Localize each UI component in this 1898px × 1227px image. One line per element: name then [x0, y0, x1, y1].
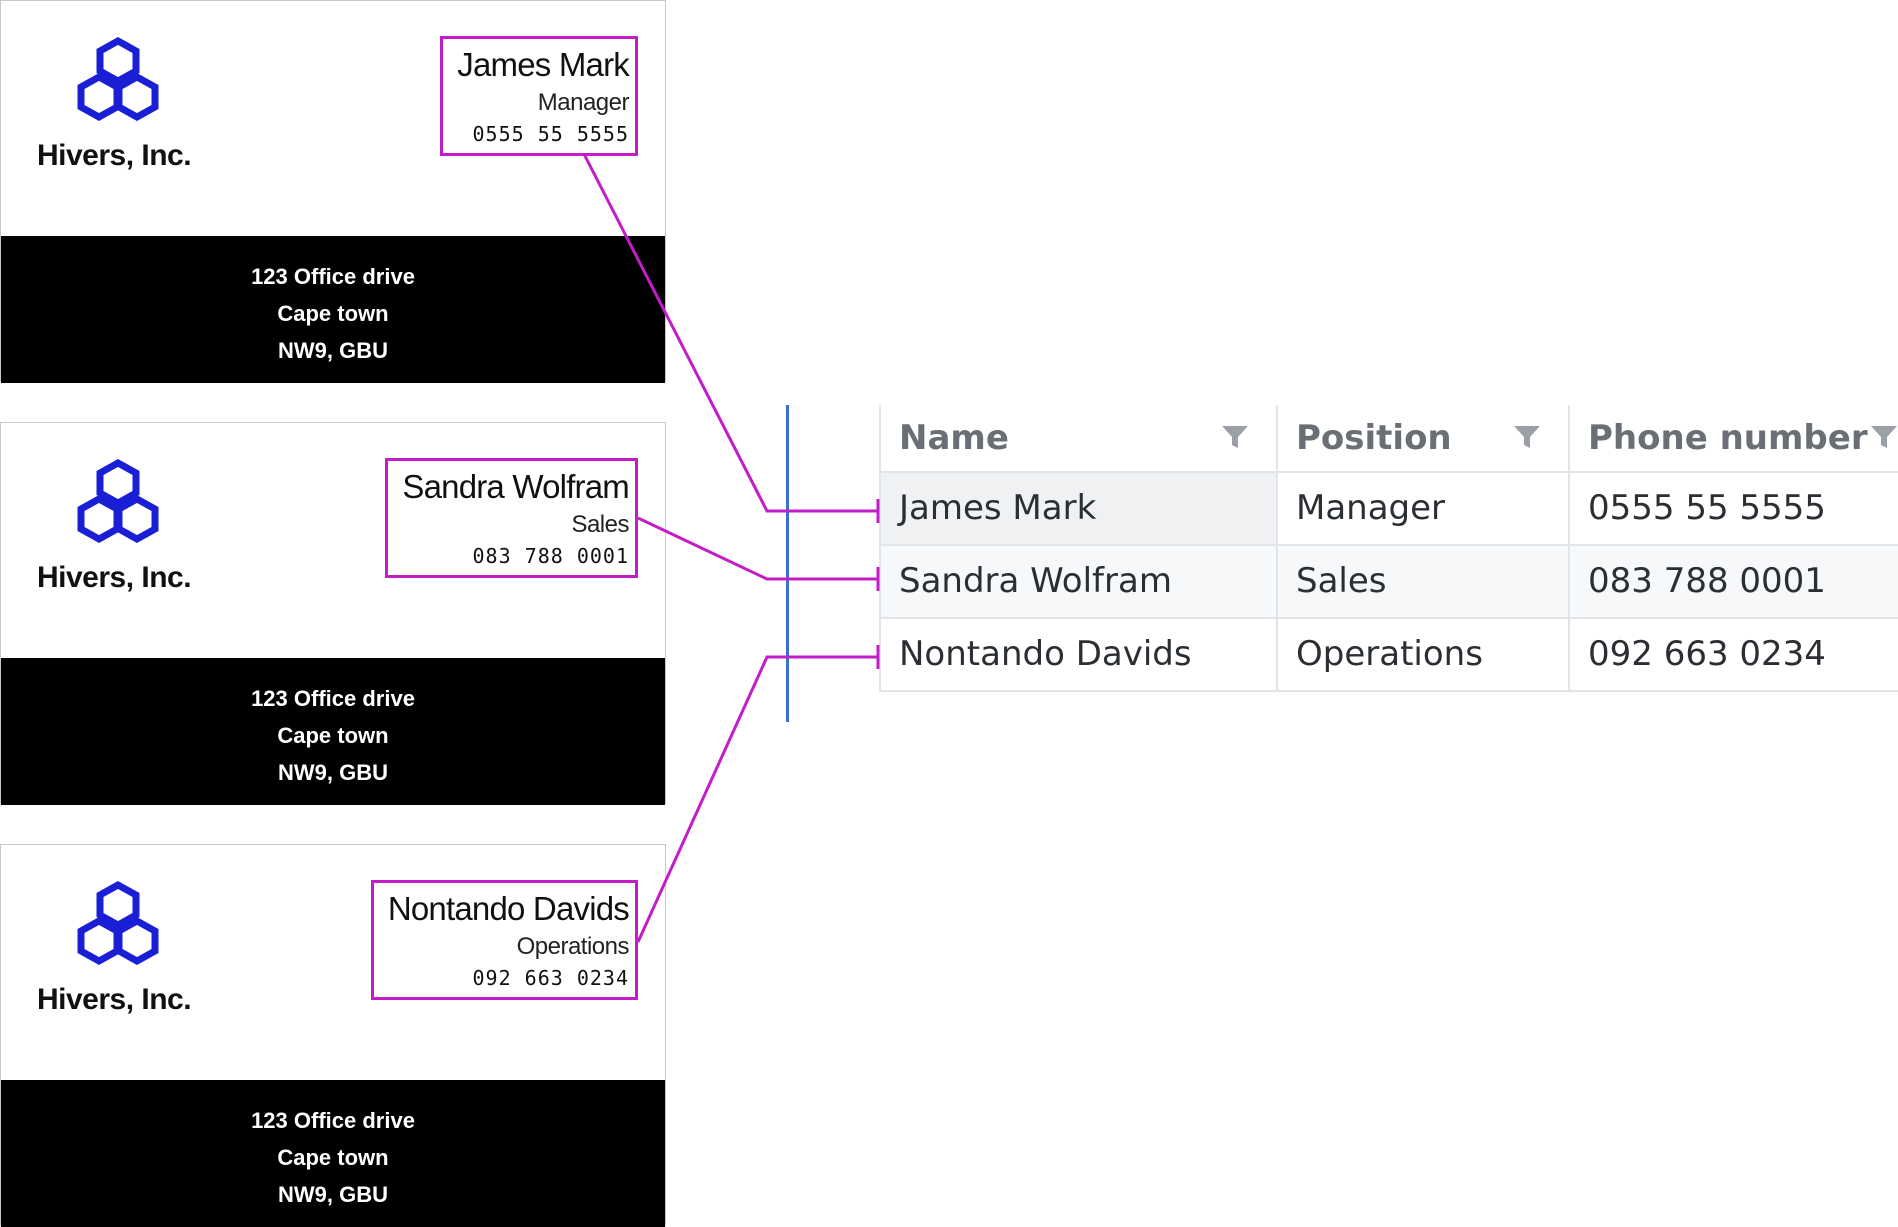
card-name: James Mark: [457, 46, 630, 83]
hexagon-logo-icon: [77, 37, 159, 122]
address-line: NW9, GBU: [278, 338, 388, 363]
address-line: NW9, GBU: [278, 760, 388, 785]
business-card-2: Hivers, Inc. Sandra Wolfram Sales 083 78…: [0, 422, 666, 805]
grid-header: Name Position Phone number: [881, 405, 1898, 473]
column-header-phone[interactable]: Phone number: [1570, 405, 1898, 471]
hexagon-logo-icon: [77, 881, 159, 966]
card-address-band: 123 Office drive Cape town NW9, GBU: [1, 1080, 665, 1227]
header-label: Name: [899, 418, 1009, 458]
card-position: Operations: [516, 933, 630, 960]
card-address-band: 123 Office drive Cape town NW9, GBU: [1, 236, 665, 383]
contact-highlight-box: James Mark Manager 0555 55 5555: [440, 36, 638, 156]
table-row[interactable]: Nontando Davids Operations 092 663 0234: [881, 619, 1898, 692]
connector-line-2: [637, 516, 878, 581]
business-card-3: Hivers, Inc. Nontando Davids Operations …: [0, 844, 666, 1227]
card-address-band: 123 Office drive Cape town NW9, GBU: [1, 658, 665, 805]
header-label: Position: [1296, 418, 1452, 458]
card-name: Nontando Davids: [387, 890, 630, 927]
cell-name[interactable]: Sandra Wolfram: [881, 546, 1278, 617]
address-line: 123 Office drive: [251, 686, 415, 711]
column-header-position[interactable]: Position: [1278, 405, 1570, 471]
card-phone: 083 788 0001: [472, 544, 629, 568]
row-gutter: [879, 405, 881, 692]
filter-icon[interactable]: [1221, 425, 1249, 449]
table-row[interactable]: Sandra Wolfram Sales 083 788 0001: [881, 546, 1898, 619]
cell-name[interactable]: James Mark: [881, 473, 1278, 544]
address-line: Cape town: [277, 1145, 389, 1170]
header-label: Phone number: [1588, 418, 1868, 458]
address-line: Cape town: [277, 723, 389, 748]
column-header-name[interactable]: Name: [881, 405, 1278, 471]
filter-icon[interactable]: [1870, 425, 1898, 449]
cell-position[interactable]: Manager: [1278, 473, 1570, 544]
address-line: NW9, GBU: [278, 1182, 388, 1207]
address-line: Cape town: [277, 301, 389, 326]
cell-phone[interactable]: 083 788 0001: [1588, 561, 1826, 601]
company-name: Hivers, Inc.: [37, 983, 192, 1016]
business-card-1: Hivers, Inc. James Mark Manager 0555 55 …: [0, 0, 666, 383]
address-line: 123 Office drive: [251, 1108, 415, 1133]
card-name: Sandra Wolfram: [402, 468, 629, 505]
cell-phone[interactable]: 092 663 0234: [1588, 634, 1826, 674]
cell-name[interactable]: Nontando Davids: [881, 619, 1278, 690]
grid-left-border: [786, 405, 789, 722]
card-position: Manager: [537, 89, 630, 116]
connector-line-1: [582, 153, 878, 513]
connector-line-3: [636, 655, 878, 943]
cell-position[interactable]: Operations: [1278, 619, 1570, 690]
filter-icon[interactable]: [1513, 425, 1541, 449]
cell-position[interactable]: Sales: [1278, 546, 1570, 617]
contact-highlight-box: Sandra Wolfram Sales 083 788 0001: [385, 458, 638, 578]
card-phone: 0555 55 5555: [472, 122, 629, 146]
data-grid: Name Position Phone number James Mark Ma…: [786, 405, 1898, 722]
card-phone: 092 663 0234: [472, 966, 629, 990]
address-line: 123 Office drive: [251, 264, 415, 289]
cell-phone[interactable]: 0555 55 5555: [1588, 488, 1826, 528]
hexagon-logo-icon: [77, 459, 159, 544]
contact-highlight-box: Nontando Davids Operations 092 663 0234: [370, 880, 638, 1000]
card-position: Sales: [571, 511, 629, 538]
company-name: Hivers, Inc.: [37, 561, 192, 594]
company-name: Hivers, Inc.: [37, 139, 192, 172]
table-row[interactable]: James Mark Manager 0555 55 5555: [881, 473, 1898, 546]
